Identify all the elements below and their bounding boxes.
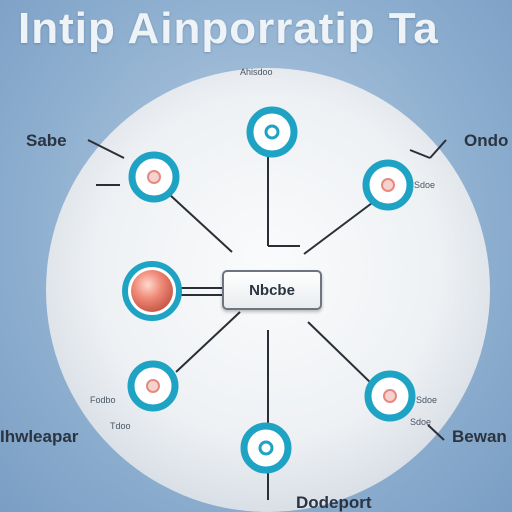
node-lower-right bbox=[364, 370, 416, 422]
center-node: Nbcbe bbox=[222, 270, 322, 310]
pointer-bottom-right bbox=[427, 424, 445, 441]
node-left-orb bbox=[122, 261, 182, 321]
node-bottom bbox=[240, 422, 292, 474]
diagram-title: Intip Ainporratip Ta bbox=[18, 4, 439, 53]
line-upper-left bbox=[169, 194, 233, 253]
label-top-right: Ondo bbox=[464, 131, 509, 150]
label-bottom-right-small-2: Sdoe bbox=[410, 417, 432, 427]
line-lower-right bbox=[307, 321, 375, 387]
label-bottom-left-small: Fodbo bbox=[90, 395, 116, 405]
center-node-label: Nbcbe bbox=[249, 281, 295, 299]
line-upper-right bbox=[303, 199, 377, 255]
label-bottom-right-big: Bewan bbox=[452, 427, 507, 446]
label-right-mid-small: Sdoe bbox=[414, 180, 436, 190]
node-lower-left bbox=[127, 360, 179, 412]
label-bottom-left-small-2: Tdoo bbox=[110, 421, 131, 431]
label-bottom-right-small: Sdoe bbox=[416, 395, 438, 405]
label-bottom-left-big: Ihwleapar bbox=[0, 427, 79, 446]
node-top bbox=[246, 106, 298, 158]
node-upper-right bbox=[362, 159, 414, 211]
label-top-small: Ahisdoo bbox=[240, 67, 273, 77]
pointer-top-right-b bbox=[429, 139, 447, 159]
pointer-top-right-a bbox=[409, 149, 431, 159]
node-upper-left bbox=[128, 151, 180, 203]
line-lower-left bbox=[175, 311, 241, 373]
pointer-top-left bbox=[87, 139, 125, 159]
label-top-left: Sabe bbox=[26, 131, 67, 150]
label-bottom-big: Dodeport bbox=[296, 493, 372, 512]
